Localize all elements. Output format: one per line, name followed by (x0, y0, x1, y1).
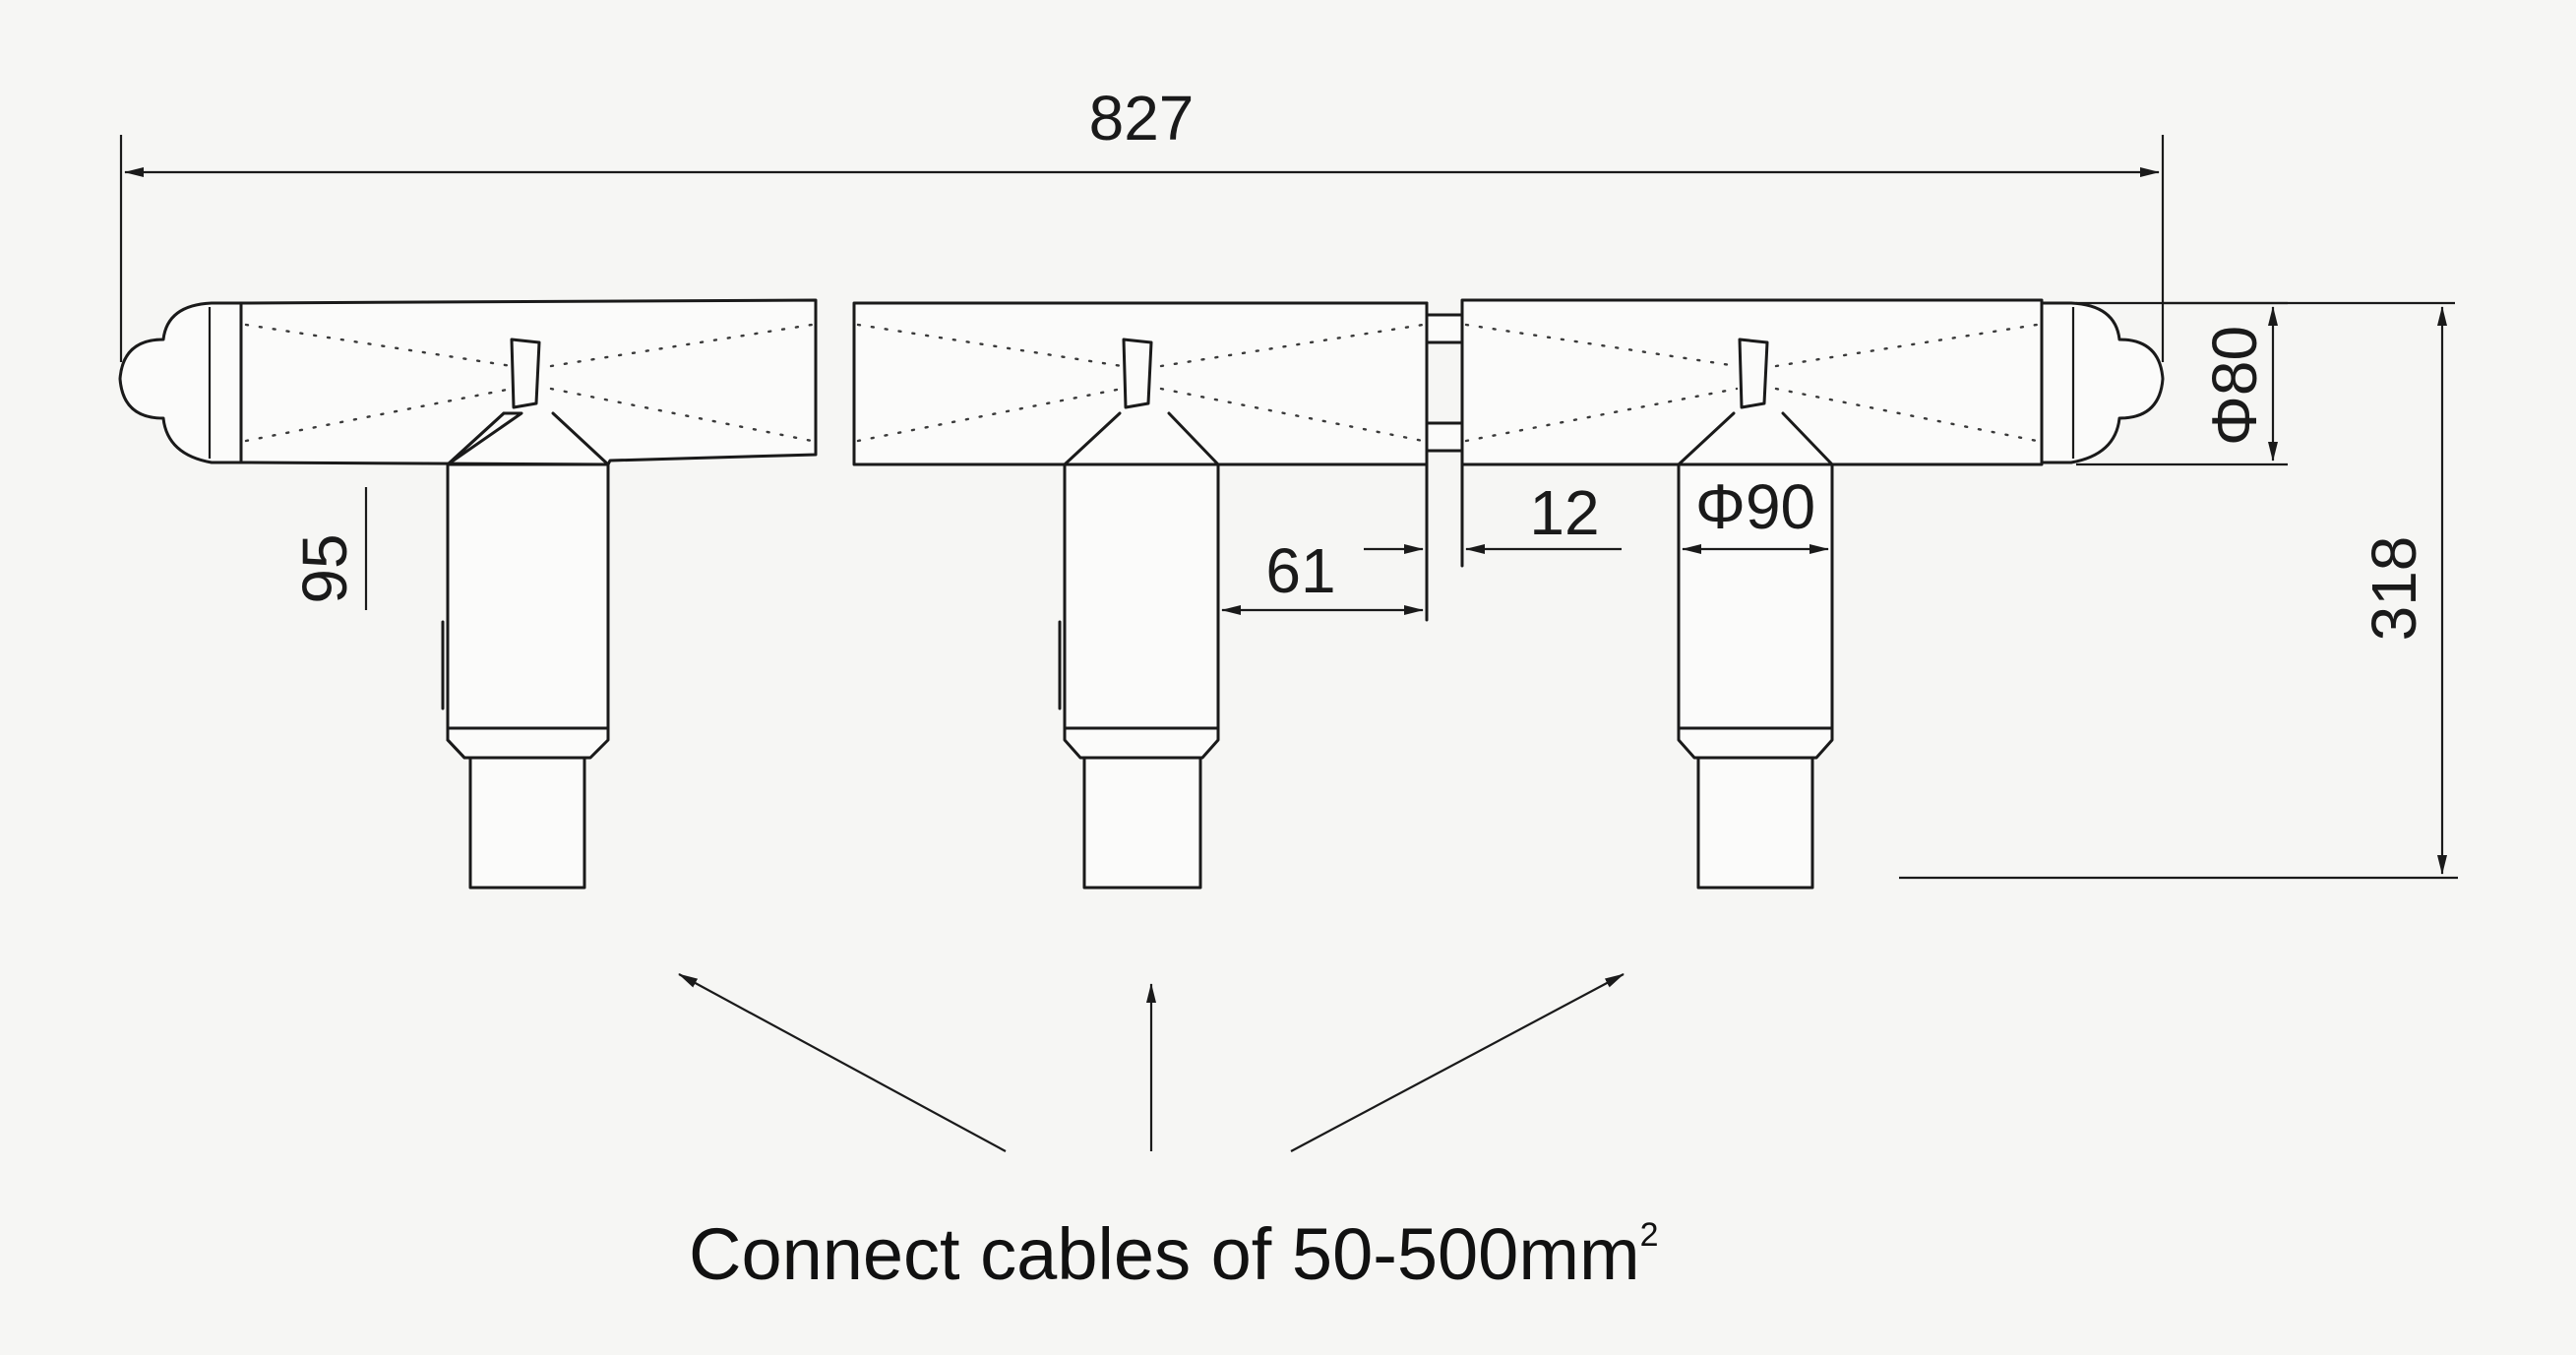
offset-dimension: 61 (1221, 535, 1424, 615)
leg-diameter-label: Φ90 (1695, 471, 1815, 542)
middle-t-connector (852, 301, 1464, 890)
height-label: 318 (2359, 536, 2429, 642)
height-dimension: 318 (1899, 301, 2458, 880)
outer-diameter-label: Φ80 (2199, 326, 2270, 446)
gap-label: 12 (1529, 477, 1599, 548)
cable-caption: Connect cables of 50-500mm2 (689, 1213, 1659, 1295)
left-t-connector: 95 (118, 298, 818, 890)
gap-dimension: 12 (1364, 477, 1622, 554)
overall-length-dimension: 827 (119, 83, 2165, 362)
leg-diameter-dimension: Φ90 (1682, 471, 1829, 554)
caption-text: Connect cables of 50-500mm (689, 1213, 1640, 1295)
right-t-connector (1460, 298, 2165, 890)
caption-superscript: 2 (1640, 1216, 1659, 1254)
bushing-dimension-label: 95 (289, 533, 360, 603)
overall-length-label: 827 (1089, 83, 1195, 154)
offset-label: 61 (1265, 535, 1335, 606)
cable-pointer-arrows (678, 973, 1625, 1152)
